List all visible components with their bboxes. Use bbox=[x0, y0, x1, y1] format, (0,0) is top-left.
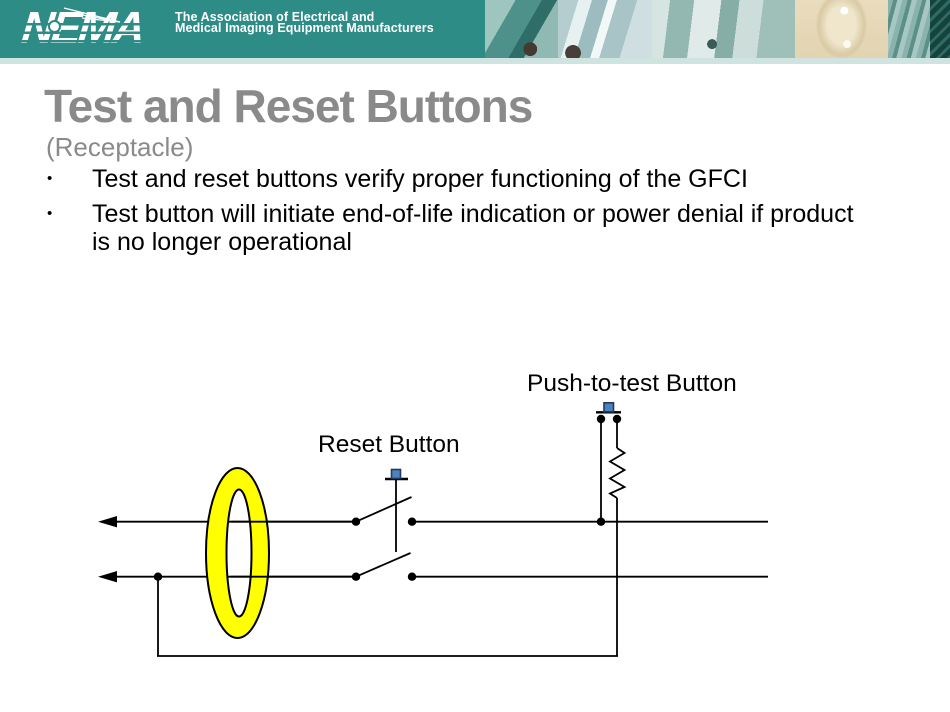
top-switch-contact-right bbox=[407, 517, 417, 526]
nema-logo: NEMA bbox=[18, 2, 170, 54]
sense-coil-ring bbox=[204, 467, 271, 639]
bullet-dot: • bbox=[47, 205, 53, 222]
bottom-arrowhead bbox=[98, 571, 117, 583]
header-photo-equipment bbox=[485, 0, 558, 63]
bottom-switch-blade bbox=[355, 552, 411, 578]
header-photo-scanner bbox=[652, 0, 795, 63]
bullet-list: • Test and reset buttons verify proper f… bbox=[44, 165, 914, 263]
nema-logo-stripes bbox=[18, 17, 170, 45]
header-photo-circuit bbox=[888, 0, 950, 63]
reset-button-cap bbox=[390, 468, 402, 480]
nema-logo-fan-lines bbox=[63, 7, 121, 23]
bottom-switch-contact-left bbox=[351, 572, 361, 581]
header-accent-strip bbox=[0, 58, 950, 64]
test-resistor bbox=[608, 447, 627, 499]
page-title: Test and Reset Buttons bbox=[44, 80, 533, 132]
test-button-label: Push-to-test Button bbox=[527, 370, 737, 397]
header-photo-collage bbox=[485, 0, 950, 63]
header-photo-columns bbox=[888, 0, 930, 63]
top-arrowhead bbox=[98, 516, 117, 528]
header-chevron-pattern bbox=[930, 0, 950, 63]
org-name-line2: Medical Imaging Equipment Manufacturers bbox=[175, 21, 434, 35]
top-switch-contact-left bbox=[351, 517, 361, 526]
org-name: The Association of Electrical and Medica… bbox=[175, 10, 434, 35]
bullet-text: Test button will initiate end-of-life in… bbox=[92, 200, 854, 256]
reset-button-label: Reset Button bbox=[318, 431, 460, 458]
top-switch-blade bbox=[355, 496, 412, 523]
bullet-dot: • bbox=[47, 170, 53, 187]
header-photo-xray-tube bbox=[558, 0, 652, 63]
header-bar: NEMA The Association of Electrical and M… bbox=[0, 0, 950, 63]
header-photo-lightbulb bbox=[795, 0, 888, 63]
test-button-cap bbox=[603, 401, 615, 413]
nema-logo-dot bbox=[50, 22, 59, 31]
bullet-item: • Test and reset buttons verify proper f… bbox=[44, 165, 914, 193]
page-subtitle: (Receptacle) bbox=[46, 132, 194, 162]
bottom-switch-contact-right bbox=[407, 572, 417, 581]
test-junction-dot bbox=[596, 517, 606, 526]
org-name-line1: The Association of Electrical and bbox=[175, 10, 375, 24]
bullet-item: • Test button will initiate end-of-life … bbox=[44, 200, 914, 256]
bullet-text: Test and reset buttons verify proper fun… bbox=[92, 165, 748, 193]
